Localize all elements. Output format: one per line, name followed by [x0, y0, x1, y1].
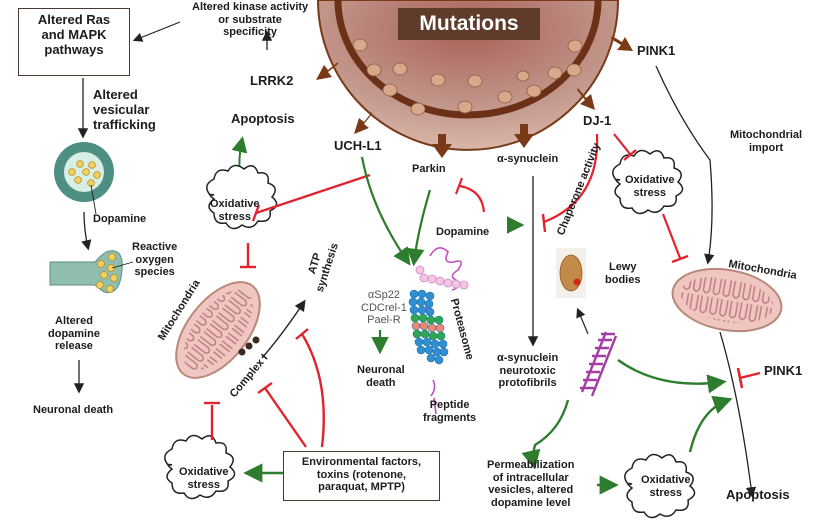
label-oxstress-right-bottom: Oxidative stress [641, 474, 691, 499]
inhibit-oxstress-mito [661, 213, 682, 259]
inhibit-pink1 [739, 371, 761, 380]
label-apoptosis-right: Apoptosis [726, 487, 790, 502]
label-ros: Reactive oxygen species [132, 241, 178, 279]
inhibit-dj1-asyn [543, 133, 599, 224]
arrow-oxstress-apoptosis-right [688, 395, 733, 453]
inhibition-lines-left [204, 173, 371, 448]
label-neuronal-death-left: Neuronal death [33, 404, 114, 416]
mutations-banner: Mutations [398, 8, 540, 40]
arrow-mito-apoptosis [719, 331, 757, 498]
label-protofibrils: α-synuclein neurotoxic protofibrils [497, 352, 559, 390]
label-vesicular: Altered vesicular trafficking [93, 87, 156, 132]
protofibril-icon [580, 331, 618, 397]
vesicle-icon [54, 142, 114, 215]
activation-lines-center [360, 156, 525, 355]
label-apoptosis-left: Apoptosis [231, 111, 295, 126]
gene-pink1-top[interactable]: PINK1 [637, 43, 676, 58]
label-mito-import: Mitochondrial import [730, 129, 803, 154]
synapse-terminal-icon [49, 250, 134, 294]
label-oxstress-left-bottom: Oxidative stress [179, 466, 229, 491]
ras-mapk-box[interactable]: Altered Ras and MAPK pathways [18, 8, 130, 76]
gene-parkin[interactable]: Parkin [412, 163, 446, 175]
label-permeabilization: Permeabilization of intracellular vesicl… [487, 459, 575, 509]
complex-i-dots [238, 336, 260, 356]
inhibit-dj1-oxstress [613, 133, 631, 155]
mutation-arrow-pink1 [611, 36, 633, 51]
arrow-protofibrils-permeabilization [521, 399, 570, 470]
inhibit-uchl1-oxstress [255, 173, 371, 215]
gene-asyn[interactable]: α-synuclein [497, 153, 559, 165]
arrow-protofibrils-lewy [576, 307, 589, 335]
label-dopamine-center: Dopamine [436, 226, 490, 238]
mutation-arrow-uchl1 [354, 112, 372, 134]
arrow-complexi-atp [261, 299, 306, 359]
mutation-arrows [316, 36, 633, 158]
mutation-arrow-dj1 [577, 88, 595, 110]
gene-lrrk2[interactable]: LRRK2 [250, 73, 294, 88]
gene-uchl1[interactable]: UCH-L1 [334, 138, 382, 153]
label-parkin-substrates: αSp22 CDCrel-1 Pael-R [361, 289, 407, 327]
label-oxstress-right-top: Oxidative stress [625, 174, 675, 199]
label-oxstress-left-top: Oxidative stress [210, 198, 260, 223]
gene-pink1-bottom[interactable]: PINK1 [764, 363, 803, 378]
label-neuronal-death-center: Neuronal death [357, 364, 405, 389]
left-pathway-lines [73, 21, 181, 394]
label-dopamine-left: Dopamine [93, 213, 147, 225]
arrow-protofibrils-apoptosis [617, 359, 727, 394]
arrow-pink1-mito-import [655, 65, 715, 265]
gene-dj1[interactable]: DJ-1 [583, 113, 612, 128]
environmental-factors-box[interactable]: Environmental factors, toxins (rotenone,… [283, 451, 440, 501]
cell-icon [316, 0, 620, 151]
label-altered-release: Altered dopamine release [48, 315, 100, 353]
label-lewy-bodies: Lewy bodies [605, 261, 641, 286]
cloud-oxidative-right-top [612, 149, 684, 215]
cloud-oxidative-right-bottom [624, 453, 696, 519]
lewy-body-icon [556, 248, 586, 298]
label-peptide-fragments: Peptide fragments [423, 399, 477, 424]
cloud-oxidative-left-bottom [164, 434, 236, 500]
mutation-arrow-asyn [514, 124, 534, 148]
mitochondrion-left-icon [175, 281, 261, 379]
proteasome-icon [408, 247, 469, 415]
label-kinase: Altered kinase activity or substrate spe… [192, 1, 309, 39]
mutation-arrow-parkin [432, 134, 452, 158]
mutation-arrow-lrrk2 [316, 62, 338, 80]
mitochondrion-right-icon [671, 267, 783, 333]
inhibit-dopamine-parkin [459, 184, 486, 213]
